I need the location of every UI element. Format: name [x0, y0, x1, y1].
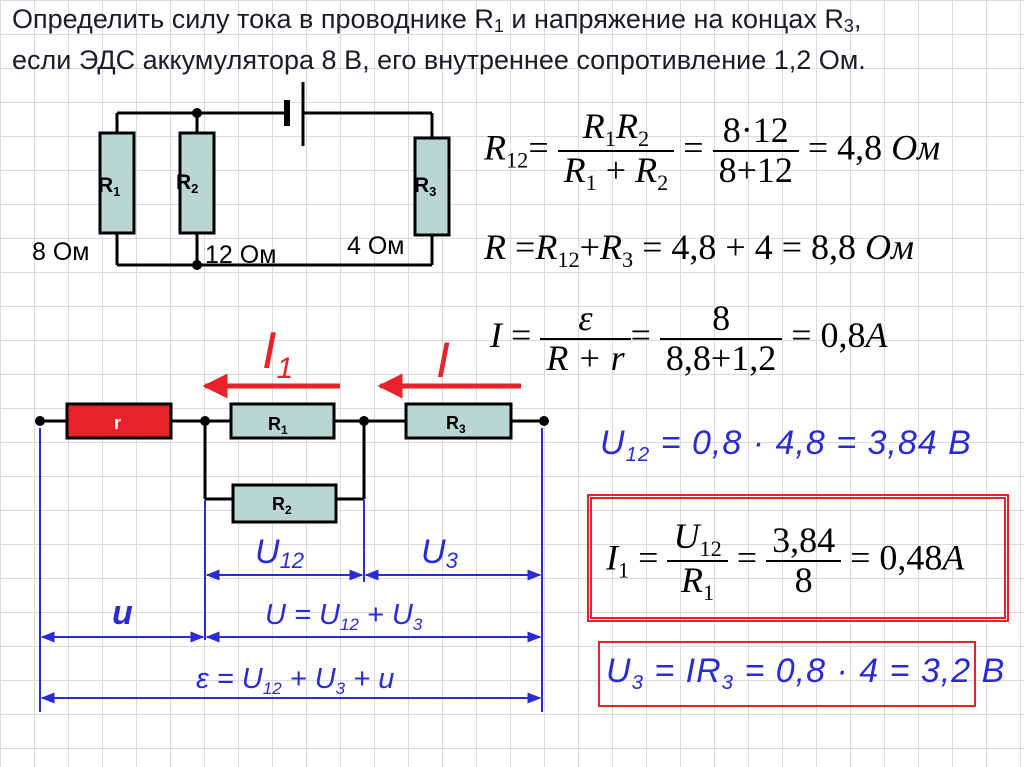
formula-u12: U12 = 0,8 · 4,8 = 3,84 В: [600, 424, 972, 467]
problem-line2: если ЭДС аккумулятора 8 В, его внутренне…: [12, 45, 866, 75]
r1-label: R1: [98, 174, 120, 199]
terminal-dot: [539, 416, 549, 426]
formula-current: I = ε R + r = 8 8,8+1,2 = 0,8A: [490, 298, 888, 378]
i1-result-box: [587, 494, 1009, 622]
junction-dot: [192, 108, 202, 118]
resistor-r2: [231, 483, 338, 524]
problem-line1-sub2: 3: [843, 16, 854, 36]
problem-statement: Определить силу тока в проводнике R1 и н…: [12, 2, 1012, 77]
current-numeric-fraction: 8 8,8+1,2: [659, 299, 783, 378]
r2-label: R2: [176, 171, 198, 196]
formula-i1: I1 = U12 R1 = 3,84 8 = 0,48A: [606, 516, 965, 606]
r3-value: 4 Ом: [347, 232, 404, 260]
i1-unit: A: [942, 537, 965, 578]
resistor-r3: [413, 136, 451, 237]
i1-result: = 0,48: [841, 537, 943, 578]
problem-line1-a: Определить силу тока в проводнике R: [12, 4, 494, 34]
formula-r12: R12= R1R2 R1 + R2 = 8·12 8+12 = 4,8 Ом: [484, 106, 941, 196]
formula-r-total: R =R12+R3 = 4,8 + 4 = 8,8 Ом: [484, 227, 914, 272]
problem-line1-c: ,: [853, 4, 862, 34]
junction-dot: [192, 260, 202, 270]
r12-fraction: R1R2 R1 + R2: [557, 107, 675, 194]
formula-u3: U3 = IR3 = 0,8 · 4 = 3,2 В: [606, 652, 1006, 695]
r2-label: R2: [272, 494, 292, 517]
r12-numeric-fraction: 8·12 8+12: [712, 112, 799, 190]
resistor-r3: [404, 402, 513, 440]
u-internal-label: u: [112, 594, 133, 632]
u-sum-equation: U = U12 + U3: [265, 599, 423, 634]
r1-label: R1: [268, 414, 288, 437]
r12-lhs-sub: 12: [506, 147, 529, 173]
i1-fraction: U12 R1: [667, 517, 728, 604]
u12-label: U12: [255, 533, 304, 573]
r-total-result: = 8,8: [772, 227, 866, 267]
r12-eq: =: [528, 127, 549, 168]
r-internal-label: r: [114, 413, 121, 433]
i-label: I: [436, 332, 450, 388]
junction-dot: [359, 416, 369, 426]
r3-label: R3: [446, 413, 466, 436]
junction-dot: [200, 416, 210, 426]
r3-label: R3: [414, 174, 436, 199]
resistor-r2: [178, 131, 216, 235]
i1-label: I1: [262, 322, 293, 385]
r12-lhs: R: [484, 127, 506, 168]
circuit-1: [115, 82, 434, 267]
problem-line1-b: и напряжение на концах R: [503, 4, 844, 34]
r1-value: 8 Ом: [32, 238, 89, 266]
current-unit: A: [865, 315, 888, 356]
resistor-r1: [229, 402, 336, 440]
terminal-dot: [35, 416, 45, 426]
current-result: = 0,8: [782, 315, 866, 356]
problem-line1-sub1: 1: [493, 16, 504, 36]
resistor-r1: [98, 131, 136, 235]
r-total-unit: Ом: [865, 227, 914, 267]
r12-unit: Ом: [891, 127, 941, 168]
current-fraction: ε R + r: [540, 299, 631, 378]
u3-result-box: [598, 641, 976, 707]
r12-result: = 4,8: [798, 127, 892, 168]
i1-numeric-fraction: 3,84 8: [766, 522, 842, 600]
resistor-r-internal: [65, 402, 173, 440]
measurement-guides: [39, 428, 543, 712]
emf-equation: ε = U12 + U3 + u: [196, 663, 394, 698]
u3-label: U3: [421, 533, 459, 573]
r2-value: 12 Ом: [205, 241, 276, 269]
